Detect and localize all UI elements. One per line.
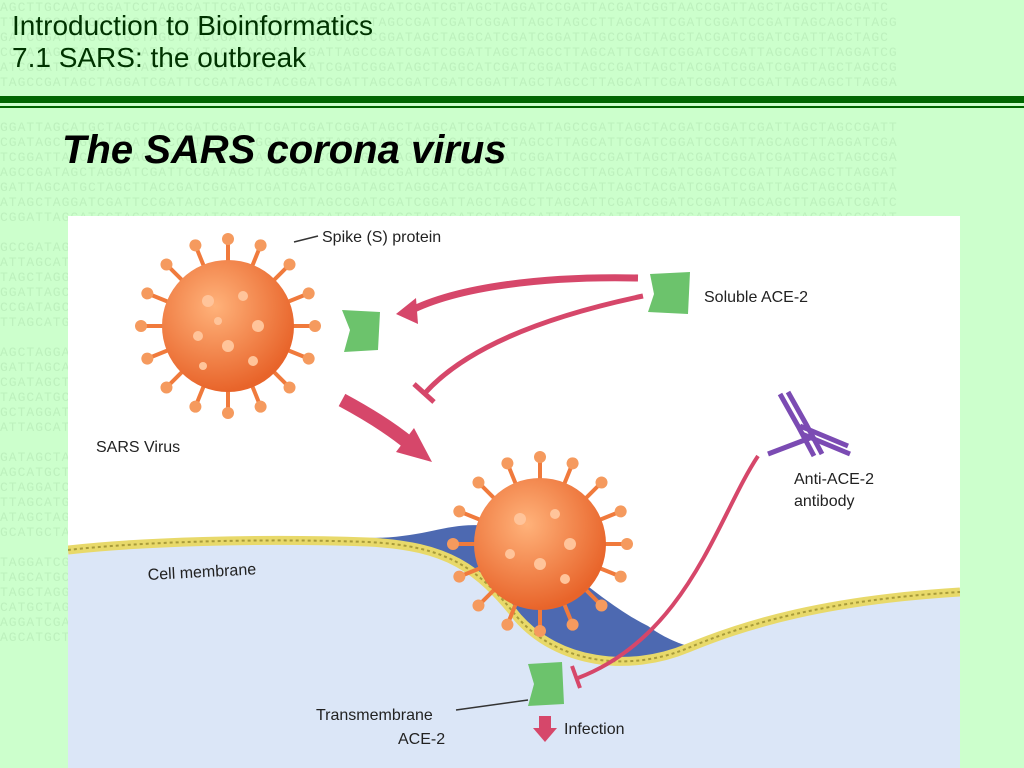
slide-title: The SARS corona virus [62,128,507,172]
inhibit-arrow-soluble [424,293,644,394]
anti-ace2-antibody-shape [767,390,851,458]
label-transmembrane-line2: ACE-2 [398,731,445,748]
cell-body [68,536,960,768]
label-spike-protein: Spike (S) protein [322,229,441,246]
infection-arrow-head [533,728,557,742]
bound-soluble-ace2-shape [342,310,380,352]
label-cell-membrane: Cell membrane [147,561,256,584]
header-divider-thin [0,106,1024,108]
course-header: Introduction to Bioinformatics 7.1 SARS:… [12,10,373,74]
arrow-virus-to-cell [338,393,415,450]
label-infection: Infection [564,721,624,738]
infection-arrow-shaft [539,716,551,728]
label-antibody-line1: Anti-ACE-2 [794,471,874,488]
inhibit-arrow-antibody [577,454,760,680]
course-title: Introduction to Bioinformatics [12,10,374,41]
sars-ace2-diagram: Spike (S) protein Soluble ACE-2 SARS Vir… [68,216,960,768]
label-soluble-ace2: Soluble ACE-2 [704,289,808,306]
sars-virus-binding [445,449,635,639]
label-transmembrane-line1: Transmembrane [316,707,433,724]
arrow-soluble-to-virus [406,274,639,316]
sars-virus-free [133,231,323,421]
transmembrane-ace2-shape [528,662,564,706]
header-divider-thick [0,96,1024,103]
section-title: 7.1 SARS: the outbreak [12,42,307,73]
label-antibody-line2: antibody [794,493,855,510]
label-sars-virus: SARS Virus [96,439,180,456]
soluble-ace2-shape [648,272,690,314]
